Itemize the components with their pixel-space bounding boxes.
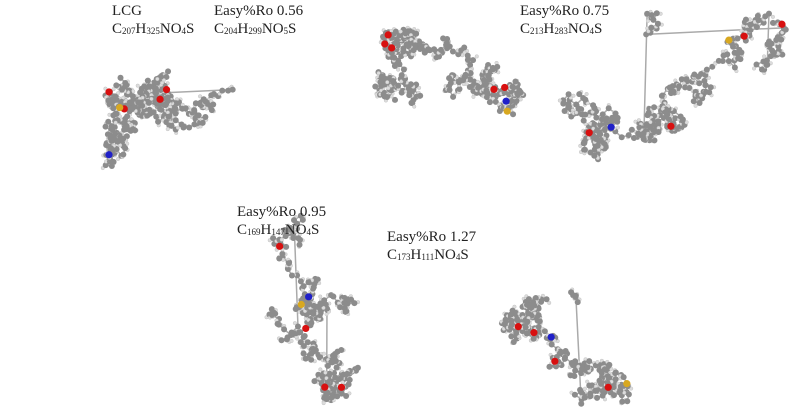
panel-lcg-label: LCG C207H325NO4S — [112, 2, 194, 40]
element-symbol: C — [520, 21, 531, 37]
oxygen-atom — [321, 383, 329, 391]
oxygen-atom — [604, 383, 612, 391]
oxygen-atom — [501, 83, 509, 92]
molecule-ro095 — [264, 212, 361, 406]
panel-formula: C207H325NO4S — [112, 20, 194, 40]
panel-formula: C173H111NO4S — [387, 246, 476, 266]
molecule-ro127 — [498, 287, 634, 407]
panel-title: LCG — [112, 3, 142, 19]
oxygen-atom — [490, 85, 498, 93]
oxygen-atom — [388, 44, 396, 52]
nitrogen-atom — [547, 333, 555, 341]
element-symbol: NO — [261, 21, 284, 37]
nitrogen-atom — [105, 151, 113, 159]
sulfur-atom — [297, 300, 305, 309]
nitrogen-atom — [502, 97, 510, 105]
sulfur-atom — [725, 36, 733, 44]
atom-count: 169 — [247, 227, 261, 237]
panel-formula: C169H147NO4S — [237, 221, 326, 241]
oxygen-atom — [381, 40, 389, 48]
atom-count: 299 — [248, 26, 262, 36]
molecule-lcg — [100, 68, 236, 171]
oxygen-atom — [667, 122, 675, 130]
oxygen-atom — [337, 383, 346, 391]
atom-count: 147 — [271, 227, 285, 237]
element-symbol: H — [237, 21, 249, 37]
element-symbol: NO — [284, 222, 307, 238]
sulfur-atom — [503, 107, 511, 115]
panel-ro095-label: Easy%Ro 0.95 C169H147NO4S — [237, 203, 326, 241]
oxygen-atom — [551, 357, 559, 365]
atom-count: 4 — [181, 26, 187, 36]
panel-ro127-label: Easy%Ro 1.27 C173H111NO4S — [387, 228, 476, 266]
element-symbol: H — [543, 21, 555, 37]
oxygen-atom — [384, 31, 392, 39]
element-symbol: C — [214, 21, 225, 37]
nitrogen-atom — [305, 293, 313, 301]
element-symbol: C — [387, 247, 398, 263]
element-symbol: S — [288, 21, 297, 37]
element-symbol: NO — [567, 21, 590, 37]
atom-count: 111 — [421, 252, 435, 262]
atom-count: 5 — [283, 26, 289, 36]
oxygen-atom — [276, 242, 284, 250]
oxygen-atom — [740, 32, 748, 40]
element-symbol: H — [135, 21, 147, 37]
panel-ro056-label: Easy%Ro 0.56 C204H299NO5S — [214, 2, 303, 40]
atom-count: 325 — [146, 26, 160, 36]
panel-title: Easy%Ro 0.95 — [237, 204, 327, 220]
panel-formula: C213H283NO4S — [520, 20, 609, 40]
element-symbol: H — [260, 222, 272, 238]
panel-ro075-label: Easy%Ro 0.75 C213H283NO4S — [520, 2, 609, 40]
atom-count: 207 — [122, 26, 136, 36]
element-symbol: H — [410, 247, 422, 263]
atom-count: 4 — [455, 252, 461, 262]
panel-formula: C204H299NO5S — [214, 20, 303, 40]
panel-title: Easy%Ro 1.27 — [387, 229, 477, 245]
atom-count: 4 — [306, 227, 312, 237]
atom-count: 173 — [397, 252, 411, 262]
element-symbol: C — [237, 222, 248, 238]
oxygen-atom — [156, 95, 164, 103]
element-symbol: S — [311, 222, 320, 238]
oxygen-atom — [514, 322, 522, 331]
atom-count: 283 — [554, 26, 568, 36]
atom-count: 204 — [224, 26, 238, 36]
atom-count: 4 — [589, 26, 595, 36]
element-symbol: S — [594, 21, 603, 37]
sulfur-atom — [116, 104, 124, 112]
oxygen-atom — [162, 86, 171, 94]
oxygen-atom — [530, 329, 538, 337]
panel-title: Easy%Ro 0.75 — [520, 3, 610, 19]
element-symbol: S — [460, 247, 469, 263]
element-symbol: C — [112, 21, 123, 37]
molecule-ro056 — [372, 25, 527, 118]
element-symbol: NO — [159, 21, 182, 37]
panel-title: Easy%Ro 0.56 — [214, 3, 304, 19]
sulfur-atom — [623, 380, 631, 388]
oxygen-atom — [105, 88, 113, 96]
molecule-ro075 — [557, 9, 789, 163]
oxygen-atom — [778, 20, 786, 28]
element-symbol: NO — [434, 247, 456, 263]
element-symbol: S — [186, 21, 195, 37]
nitrogen-atom — [607, 123, 615, 131]
atom-count: 213 — [530, 26, 544, 36]
oxygen-atom — [585, 129, 593, 137]
oxygen-atom — [302, 324, 310, 333]
